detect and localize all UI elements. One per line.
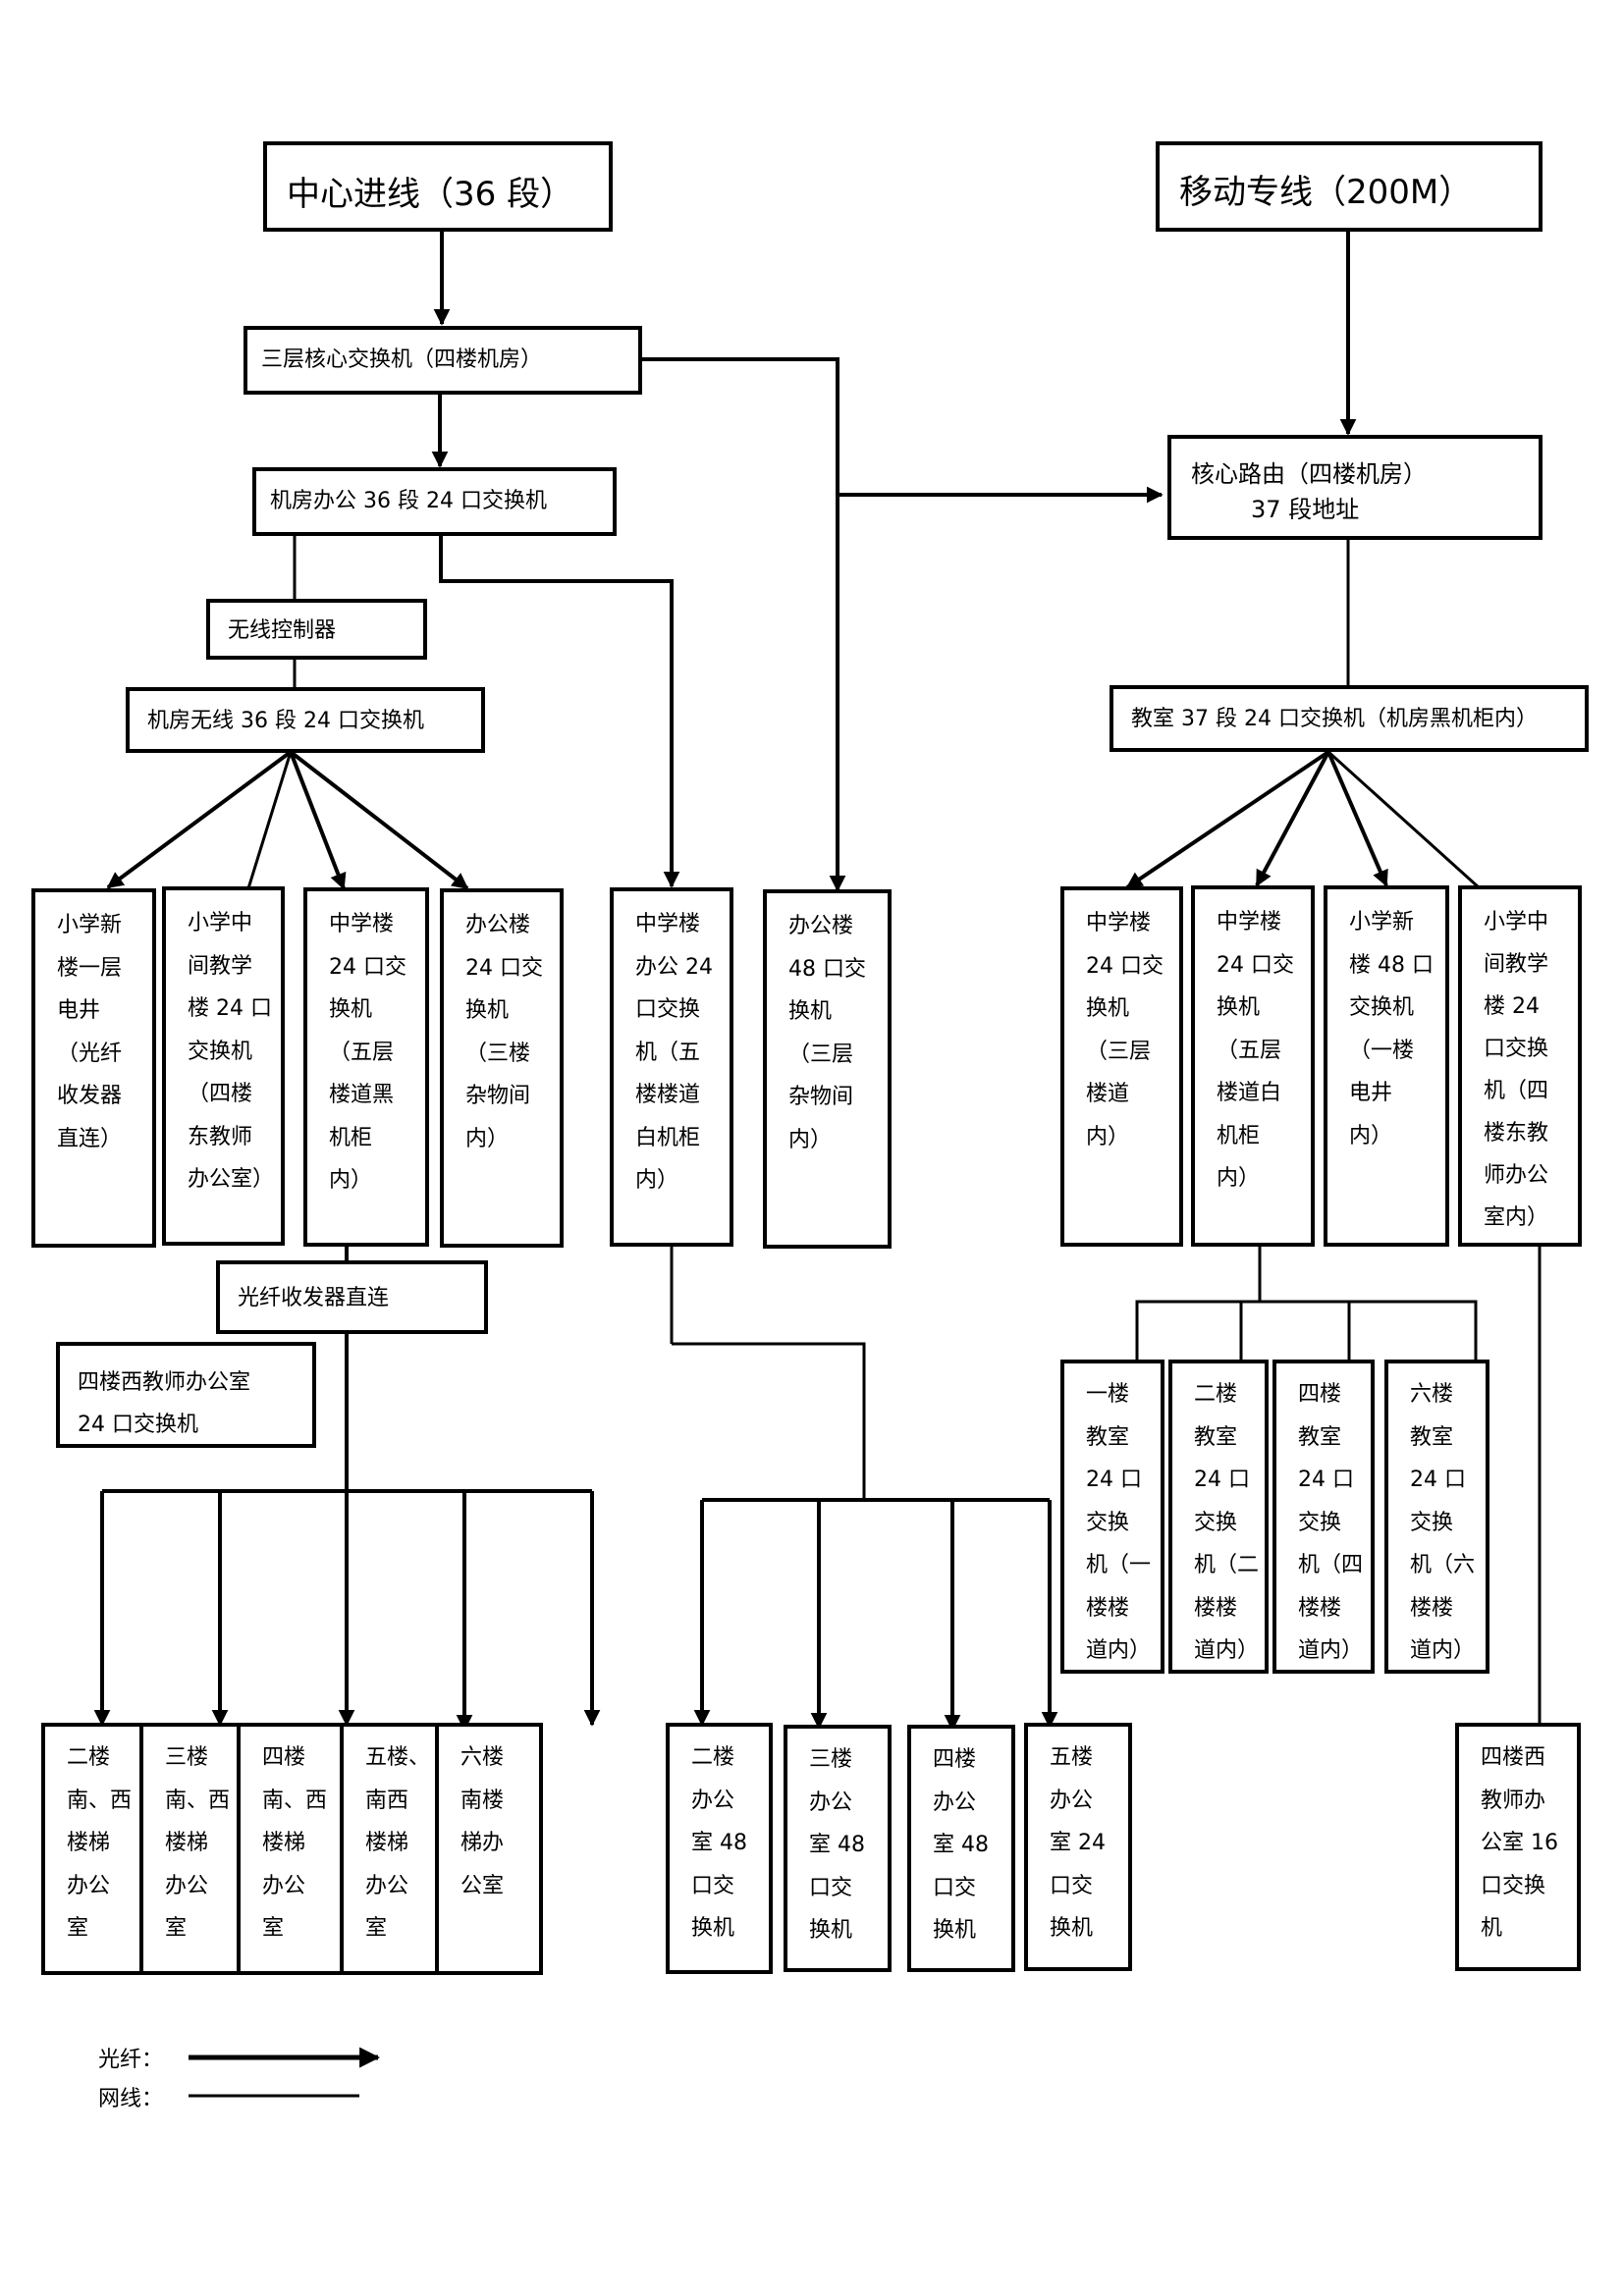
office-floor-switch-box: 二楼 办公 室 48 口交 换机 (666, 1723, 773, 1974)
classroom-child-box: 中学楼 24 口交 换机 （五层 楼道白 机柜 内） (1191, 885, 1315, 1247)
classroom-child-label: 中学楼 24 口交 换机 （五层 楼道白 机柜 内） (1217, 910, 1294, 1191)
core-switch-label: 三层核心交换机（四楼机房） (261, 347, 543, 372)
wireless-child-box: 小学新 楼一层 电井 （光纤 收发器 直连） (31, 888, 156, 1248)
stair-office-label: 五楼、 南西 楼梯 办公 室 (365, 1745, 431, 1941)
wireless-child-box: 中学楼 24 口交 换机 （五层 楼道黑 机柜 内） (303, 887, 429, 1247)
office-child-label: 中学楼 办公 24 口交换 机（五 楼楼道 白机柜 内） (635, 912, 713, 1193)
office-switch-36-label: 机房办公 36 段 24 口交换机 (270, 489, 547, 513)
floor-switch-box: 六楼 教室 24 口 交换 机（六 楼楼 道内） (1384, 1360, 1489, 1674)
fiber-classroom-to-child-3 (1326, 751, 1388, 887)
fiber-classroom-to-child-1 (1125, 750, 1330, 889)
wireless-controller-label: 无线控制器 (228, 618, 337, 643)
fiber-wireless-to-child-4 (289, 750, 469, 890)
wireless-child-label: 小学中 间教学 楼 24 口 交换机 （四楼 东教师 办公室） (188, 911, 275, 1192)
west-teacher-office-16-box: 四楼西 教师办 公室 16 口交换 机 (1455, 1723, 1581, 1971)
legend-cable-label: 网线： (98, 2087, 164, 2111)
classroom-child-box: 小学新 楼 48 口 交换机 （一楼 电井 内） (1324, 885, 1449, 1247)
office-switch-36-box: 机房办公 36 段 24 口交换机 (252, 467, 617, 536)
fiber-core-to-router (642, 357, 1164, 504)
floor-switch-box: 四楼 教室 24 口 交换 机（四 楼楼 道内） (1272, 1360, 1375, 1674)
west-teacher-office-16-label: 四楼西 教师办 公室 16 口交换 机 (1481, 1745, 1558, 1941)
wireless-child-box: 小学中 间教学 楼 24 口 交换机 （四楼 东教师 办公室） (162, 886, 285, 1246)
wireless-child-label: 中学楼 24 口交 换机 （五层 楼道黑 机柜 内） (329, 912, 406, 1193)
stair-office-label: 三楼 南、西 楼梯 办公 室 (165, 1745, 231, 1941)
classroom-switch-37-label: 教室 37 段 24 口交换机（机房黑机柜内） (1131, 707, 1538, 731)
mobile-line-label: 移动专线（200M） (1179, 173, 1473, 212)
center-line-label: 中心进线（36 段） (287, 175, 574, 214)
floor-switch-box: 一楼 教室 24 口 交换 机（一 楼楼 道内） (1060, 1360, 1164, 1674)
classroom-child-label: 小学新 楼 48 口 交换机 （一楼 电井 内） (1349, 910, 1434, 1148)
office-floor-switch-label: 二楼 办公 室 48 口交 换机 (691, 1745, 747, 1941)
wireless-switch-36-label: 机房无线 36 段 24 口交换机 (147, 709, 424, 733)
wireless-switch-36-box: 机房无线 36 段 24 口交换机 (126, 687, 485, 753)
floor-switch-label: 四楼 教室 24 口 交换 机（四 楼楼 道内） (1298, 1382, 1364, 1663)
office-floor-switch-box: 三楼 办公 室 48 口交 换机 (784, 1725, 892, 1972)
legend-fiber-label: 光纤： (98, 2048, 164, 2072)
classroom-child-box: 小学中 间教学 楼 24 口交换 机（四 楼东教 师办公 室内） (1458, 885, 1582, 1247)
cable-wireless-to-child-2 (246, 751, 293, 889)
fiber-wireless-to-child-3 (289, 751, 347, 890)
stair-office-label: 六楼 南楼 梯办 公室 (460, 1745, 505, 1898)
west-teacher-office-24-box: 四楼西教师办公室 24 口交换机 (56, 1342, 316, 1448)
fiber-transceiver-box: 光纤收发器直连 (216, 1260, 488, 1334)
floor-switch-label: 二楼 教室 24 口 交换 机（二 楼楼 道内） (1194, 1382, 1260, 1663)
stair-office-box: 五楼、 南西 楼梯 办公 室 (340, 1723, 448, 1975)
core-router-box: 核心路由（四楼机房） 37 段地址 (1167, 435, 1543, 540)
stair-office-box: 六楼 南楼 梯办 公室 (435, 1723, 543, 1975)
floor-switch-label: 一楼 教室 24 口 交换 机（一 楼楼 道内） (1086, 1382, 1152, 1663)
stair-office-box: 二楼 南、西 楼梯 办公 室 (41, 1723, 149, 1975)
cable-floor-bus (1135, 1300, 1478, 1368)
stair-office-box: 四楼 南、西 楼梯 办公 室 (237, 1723, 350, 1975)
office-floor-switch-box: 四楼 办公 室 48 口交 换机 (907, 1725, 1015, 1972)
office-floor-switch-label: 五楼 办公 室 24 口交 换机 (1050, 1745, 1106, 1941)
fiber-wireless-to-child-1 (106, 750, 293, 889)
stair-office-label: 二楼 南、西 楼梯 办公 室 (67, 1745, 133, 1941)
wireless-controller-box: 无线控制器 (206, 599, 427, 660)
classroom-child-box: 中学楼 24 口交 换机 （三层 楼道 内） (1060, 886, 1183, 1247)
classroom-child-label: 中学楼 24 口交 换机 （三层 楼道 内） (1086, 911, 1164, 1149)
core-router-label: 核心路由（四楼机房） 37 段地址 (1191, 460, 1427, 523)
floor-switch-label: 六楼 教室 24 口 交换 机（六 楼楼 道内） (1410, 1382, 1476, 1663)
fiber-office-to-zhongxue (439, 535, 680, 888)
center-line-box: 中心进线（36 段） (263, 141, 613, 232)
wireless-child-label: 小学新 楼一层 电井 （光纤 收发器 直连） (57, 913, 123, 1151)
office-floor-switch-label: 三楼 办公 室 48 口交 换机 (809, 1747, 865, 1943)
core-switch-box: 三层核心交换机（四楼机房） (244, 326, 642, 395)
wireless-child-label: 办公楼 24 口交 换机 （三楼 杂物间 内） (465, 913, 543, 1151)
office-floor-switch-label: 四楼 办公 室 48 口交 换机 (933, 1747, 989, 1943)
fiber-classroom-to-child-2 (1255, 751, 1330, 887)
mobile-line-box: 移动专线（200M） (1156, 141, 1543, 232)
floor-switch-box: 二楼 教室 24 口 交换 机（二 楼楼 道内） (1168, 1360, 1269, 1674)
fiber-transceiver-label: 光纤收发器直连 (238, 1286, 390, 1310)
wireless-child-box: 办公楼 24 口交 换机 （三楼 杂物间 内） (440, 888, 564, 1248)
core-child-box: 办公楼 48 口交 换机 （三层 杂物间 内） (763, 889, 892, 1249)
classroom-child-label: 小学中 间教学 楼 24 口交换 机（四 楼东教 师办公 室内） (1484, 910, 1549, 1230)
cable-classroom-to-child-4 (1326, 750, 1481, 889)
office-child-box: 中学楼 办公 24 口交换 机（五 楼楼道 白机柜 内） (610, 887, 733, 1247)
stair-office-label: 四楼 南、西 楼梯 办公 室 (262, 1745, 328, 1941)
stair-office-box: 三楼 南、西 楼梯 办公 室 (139, 1723, 249, 1975)
core-child-label: 办公楼 48 口交 换机 （三层 杂物间 内） (788, 914, 866, 1152)
west-teacher-office-24-label: 四楼西教师办公室 24 口交换机 (78, 1370, 251, 1437)
office-floor-switch-box: 五楼 办公 室 24 口交 换机 (1024, 1723, 1132, 1971)
cable-office-zx-route (672, 1342, 866, 1500)
classroom-switch-37-box: 教室 37 段 24 口交换机（机房黑机柜内） (1110, 685, 1589, 752)
